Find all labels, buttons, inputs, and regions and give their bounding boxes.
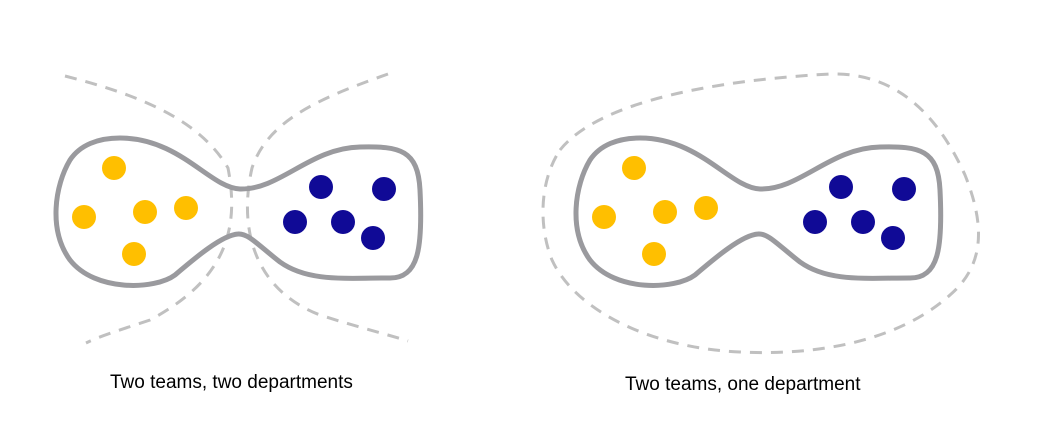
team-b-member-dot	[829, 175, 853, 199]
caption-one-department: Two teams, one department	[625, 374, 861, 395]
team-a-member-dot	[642, 242, 666, 266]
team-a-member-dot	[653, 200, 677, 224]
team-a-members	[72, 156, 198, 266]
team-a-member-dot	[133, 200, 157, 224]
team-a-member-dot	[174, 196, 198, 220]
team-b-member-dot	[892, 177, 916, 201]
caption-two-departments: Two teams, two departments	[110, 372, 353, 393]
department-boundary-left	[64, 74, 234, 345]
team-b-member-dot	[803, 210, 827, 234]
team-b-member-dot	[881, 226, 905, 250]
panel-one-department	[541, 72, 980, 355]
team-a-member-dot	[72, 205, 96, 229]
team-a-member-dot	[102, 156, 126, 180]
team-outline-connected	[53, 135, 424, 288]
team-a-member-dot	[694, 196, 718, 220]
team-b-member-dot	[309, 175, 333, 199]
team-outline-connected	[573, 135, 944, 288]
team-b-member-dot	[851, 210, 875, 234]
team-b-members	[803, 175, 916, 250]
team-a-member-dot	[122, 242, 146, 266]
panel-two-departments	[53, 72, 424, 345]
team-a-member-dot	[592, 205, 616, 229]
team-b-member-dot	[331, 210, 355, 234]
team-b-member-dot	[283, 210, 307, 234]
team-a-member-dot	[622, 156, 646, 180]
team-b-members	[283, 175, 396, 250]
department-boundary-enclosing	[541, 72, 980, 355]
team-a-members	[592, 156, 718, 266]
department-boundary-right	[245, 72, 409, 343]
team-b-member-dot	[372, 177, 396, 201]
team-b-member-dot	[361, 226, 385, 250]
